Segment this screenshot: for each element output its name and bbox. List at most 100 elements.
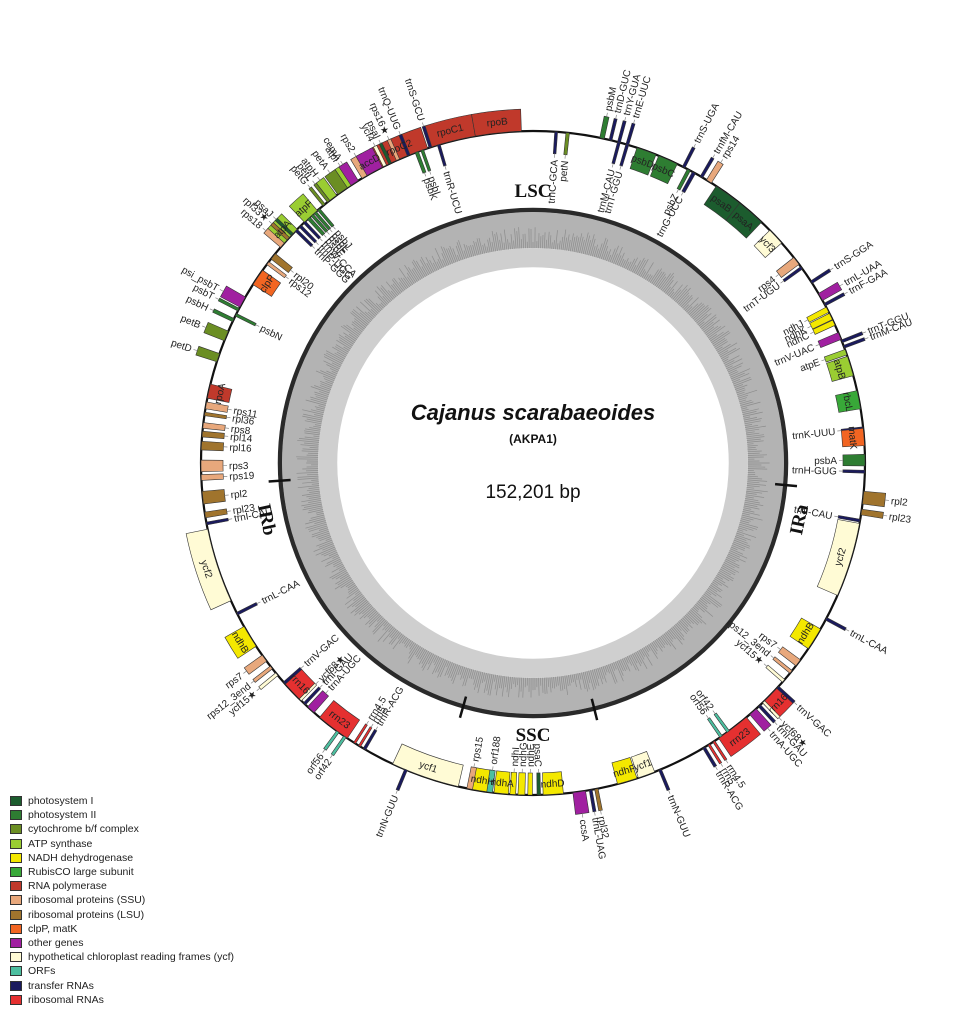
gene-psbl <box>313 211 332 231</box>
gene-rps8 <box>202 422 226 431</box>
gene-rrn5 <box>707 743 723 765</box>
gene-label: rpl16 <box>229 443 252 455</box>
gene-rpl33- <box>270 222 290 241</box>
gene-leader-line <box>329 754 333 759</box>
legend-label: cytochrome b/f complex <box>28 823 139 836</box>
gene-trni-cau <box>205 517 229 526</box>
legend-item-ps2: photosystem II <box>10 808 310 822</box>
gene-psbi <box>420 149 432 172</box>
legend-item-ndh: NADH dehydrogenase <box>10 851 310 865</box>
gene-leader-line <box>219 289 224 292</box>
gene-psac <box>536 772 541 796</box>
gene-leader-line <box>319 237 323 242</box>
gene-leader-line <box>337 162 341 167</box>
gene-leader-line <box>322 749 326 753</box>
gene-trnq-uug <box>398 133 411 157</box>
gene-ndhj <box>806 306 830 323</box>
gene-peta <box>324 169 348 195</box>
gene-psbe <box>307 216 326 236</box>
gene-leader-line <box>326 231 330 235</box>
gene-matk <box>840 427 865 448</box>
gene-leader-line <box>804 319 809 323</box>
legend-label: clpP, matK <box>28 922 78 935</box>
gene-leader-line <box>810 331 815 334</box>
legend-swatch <box>10 923 22 934</box>
legend-item-clp: clpP, matK <box>10 922 310 936</box>
gene-leader-line <box>774 721 778 726</box>
gene-label: rbcL <box>840 391 855 413</box>
legend-label: photosystem II <box>28 809 97 822</box>
legend-label: NADH dehydrogenase <box>28 851 134 864</box>
gene-trns-gcu <box>421 125 433 149</box>
gene-psbc <box>649 155 678 185</box>
gene-label: rps19 <box>229 471 255 483</box>
gene-trnl-uaa <box>818 281 843 301</box>
legend-label: ORFs <box>28 965 56 978</box>
gene-label: rps3 <box>229 461 249 472</box>
gene-leader-line <box>273 216 277 220</box>
gene-leader-line <box>285 276 289 280</box>
gene-trni-gau <box>757 704 776 724</box>
legend-swatch <box>10 909 22 920</box>
gene-leader-line <box>793 701 798 706</box>
legend-label: transfer RNAs <box>28 979 94 992</box>
gene-accd <box>355 147 383 176</box>
legend-label: ribosomal RNAs <box>28 993 104 1006</box>
gene-ccsa <box>572 790 590 815</box>
gene-ycf15- <box>258 672 279 691</box>
gene-label: ycf2 <box>833 546 849 567</box>
gene-trnm-cau <box>843 337 866 349</box>
gene-psaj <box>274 217 294 236</box>
gene-leader-line <box>843 291 848 295</box>
gene-label: psbM <box>603 86 619 112</box>
gene-label: psbA <box>814 456 837 467</box>
gene-psaa <box>725 202 762 239</box>
gene-label: trnL-CAA <box>260 578 302 607</box>
legend-swatch <box>10 810 22 821</box>
gene-leader-line <box>370 723 374 728</box>
gene-leader-line <box>668 789 671 794</box>
gene-rps16- <box>386 138 400 161</box>
gene-orf42 <box>713 712 730 733</box>
gene-psbd <box>629 147 657 176</box>
gene-rps7 <box>243 654 268 675</box>
gene-trnr-ucu <box>436 143 447 167</box>
gene-trnt-ggu <box>840 331 864 344</box>
gene-label: ndhD <box>540 778 565 790</box>
gene-leader-line <box>725 759 729 764</box>
gene-leader-line <box>332 225 336 230</box>
gene-psi-psbt <box>220 285 246 308</box>
gene-leader-line <box>424 172 427 177</box>
legend-swatch <box>10 838 22 849</box>
region-boundary-tick <box>458 696 468 719</box>
gene-leader-line <box>255 324 260 327</box>
gene-leader-line <box>444 165 447 170</box>
gene-label: trnN-GUU <box>374 794 401 839</box>
gene-leader-line <box>227 408 232 411</box>
gene-trnc-gca <box>552 131 558 155</box>
gene-leader-line <box>398 130 401 135</box>
gene-leader-line <box>202 325 207 328</box>
gene-leader-line <box>845 628 850 632</box>
gene-trns-uga <box>682 146 696 169</box>
gene-label: ndhI <box>510 747 522 767</box>
gene-leader-line <box>300 665 305 669</box>
gene-leader-line <box>615 114 617 119</box>
gene-leader-line <box>307 184 311 189</box>
gene-leader-line <box>600 810 602 815</box>
gene-label: ndhG <box>518 742 530 767</box>
gene-trna-ugc <box>749 708 772 732</box>
gene-leader-line <box>315 681 319 685</box>
gene-trnp-ggg <box>294 228 314 248</box>
gene-rps11 <box>205 401 229 413</box>
gene-trng-ucc <box>681 171 696 194</box>
legend-item-atp: ATP synthase <box>10 837 310 851</box>
gene-trnfm-cau <box>699 156 715 179</box>
gene-trne-uuc <box>625 122 636 146</box>
gene-leader-line <box>327 169 331 174</box>
legend-label: other genes <box>28 936 84 949</box>
gene-leader-line <box>780 280 785 284</box>
legend-label: photosystem I <box>28 795 94 808</box>
gene-leader-line <box>209 308 214 311</box>
